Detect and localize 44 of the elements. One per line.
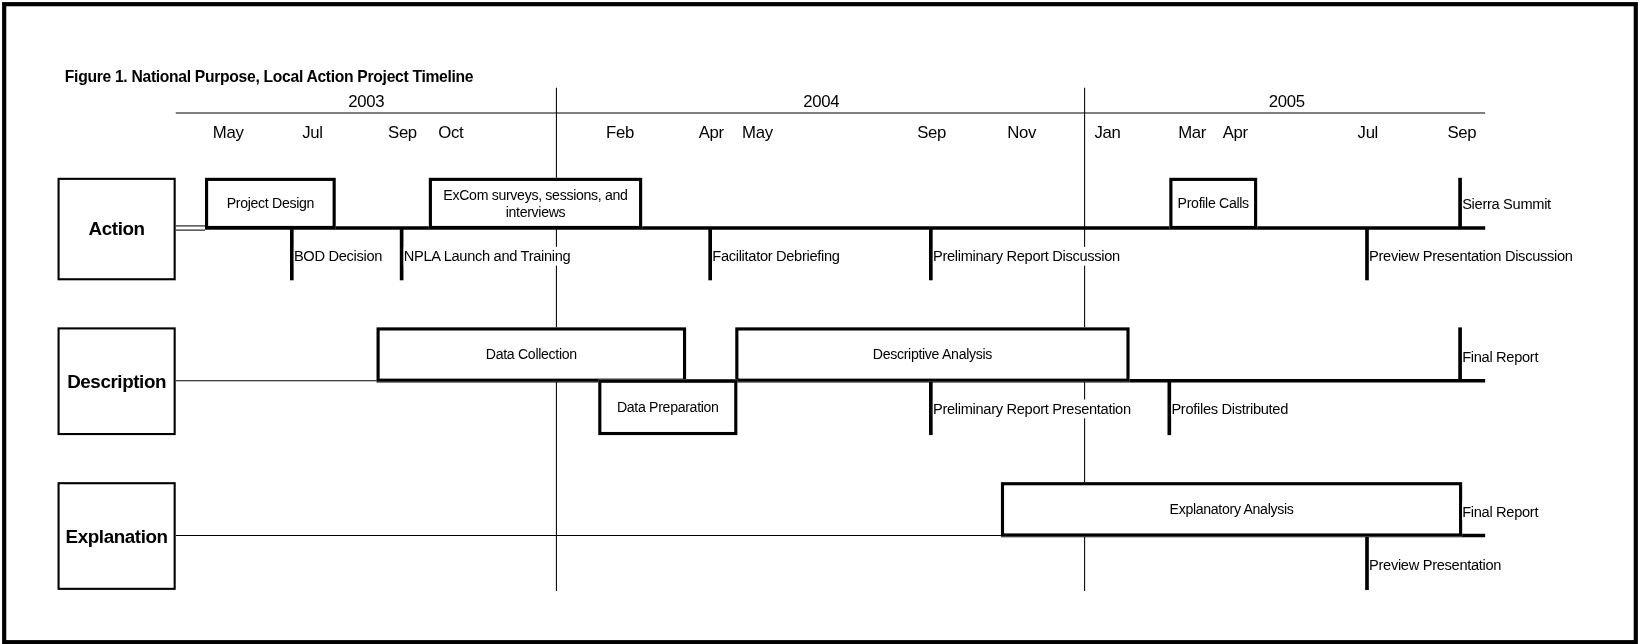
month-label: Apr xyxy=(698,124,724,142)
month-label: Sep xyxy=(917,124,947,142)
month-label: Sep xyxy=(1447,124,1477,142)
month-label: Sep xyxy=(388,124,417,142)
year-label: 2004 xyxy=(803,93,840,110)
activity-label: Descriptive Analysis xyxy=(872,346,993,363)
lane-label: Description xyxy=(67,372,167,390)
activity-label: Data Preparation xyxy=(616,399,719,416)
month-label: Oct xyxy=(438,124,464,142)
activity-label: Project Design xyxy=(226,195,315,212)
lane-label: Explanation xyxy=(65,527,168,545)
lane-label-box xyxy=(57,177,176,281)
activity-bar xyxy=(205,177,336,230)
month-label: Mar xyxy=(1178,124,1207,142)
lane-label-box xyxy=(57,327,176,436)
milestone-label: Profiles Distributed xyxy=(1171,399,1289,419)
month-label: May xyxy=(212,124,244,142)
month-label: Jul xyxy=(1357,124,1379,142)
lane-label-box xyxy=(57,482,176,590)
milestone-label: Preliminary Report Discussion xyxy=(932,246,1120,266)
activity-bar xyxy=(735,327,1130,382)
milestone-label: Final Report xyxy=(1462,502,1539,521)
month-label: Jan xyxy=(1094,124,1121,142)
year-label: 2003 xyxy=(348,93,385,110)
activity-label: ExCom surveys, sessions, and interviews xyxy=(442,186,629,221)
milestone-label: NPLA Launch and Training xyxy=(403,246,571,266)
activity-bar xyxy=(376,327,687,382)
activity-label: Data Collection xyxy=(485,346,577,363)
month-label: Feb xyxy=(606,124,634,142)
milestone-label: Preliminary Report Presentation xyxy=(932,399,1131,419)
lane-label: Action xyxy=(88,220,145,238)
milestone-label: BOD Decision xyxy=(293,246,383,266)
month-label: Jul xyxy=(302,124,323,142)
activity-label: Profile Calls xyxy=(1177,195,1249,212)
activity-label: Explanatory Analysis xyxy=(1169,501,1294,518)
month-label: Nov xyxy=(1007,124,1037,142)
activity-bar xyxy=(428,177,643,230)
month-label: May xyxy=(742,124,773,142)
activity-bar xyxy=(598,379,738,436)
year-label: 2005 xyxy=(1268,93,1305,110)
activity-bar xyxy=(1000,482,1463,537)
activity-bar xyxy=(1169,177,1258,230)
figure-title: Figure 1. National Purpose, Local Action Project Timeline xyxy=(64,66,474,85)
month-label: Apr xyxy=(1222,124,1248,142)
